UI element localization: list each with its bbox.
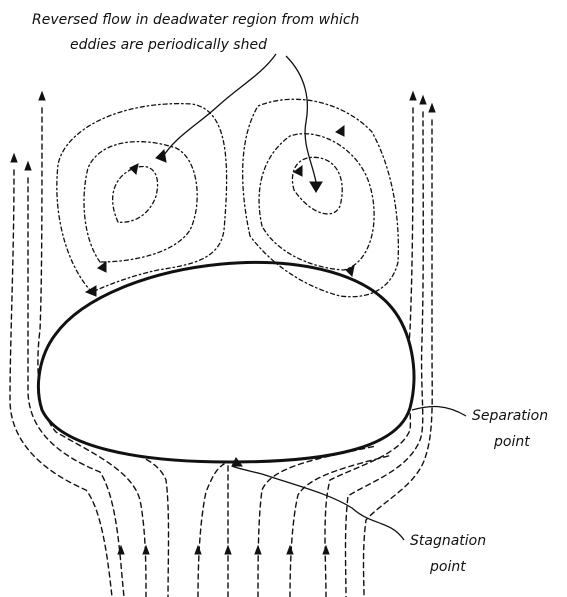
arrow-streamline-left-1 [11,154,17,162]
arrow-inflow-3 [195,546,201,554]
arrow-streamline-left-3 [39,92,45,100]
separation-label-line1: Separation [472,408,548,424]
streamline-left-4 [66,436,169,597]
reversed-flow-label-line2: eddies are periodically shed [70,37,267,53]
streamline-right-4 [258,446,376,597]
stagnation-point-label: Stagnation point [410,533,486,575]
left-eddy-inner [113,166,158,222]
arrow-eddy-left-middle [98,262,106,272]
arrow-eddy-left-inner [130,164,138,174]
arrow-streamline-right-1 [410,92,416,100]
streamline-center-left [198,464,224,597]
arrow-inflow-2 [143,546,149,554]
separation-leader [412,406,466,416]
arrow-streamline-right-3 [429,104,435,112]
center-streamlines [198,464,228,597]
stagnation-label-line1: Stagnation [410,533,486,549]
reversed-flow-label: Reversed flow in deadwater region from w… [32,12,359,53]
arrow-eddy-right-middle [346,266,354,276]
arrow-leader-right [310,182,322,192]
arrow-inflow-6 [287,546,293,554]
separation-point-label: Separation point [472,408,548,450]
stagnation-label-line2: point [429,559,466,575]
left-eddy-outer [57,104,227,292]
reversed-flow-leader-right [286,56,316,182]
left-eddy-region [57,104,227,292]
arrow-inflow-7 [323,546,329,554]
streamline-right-5 [290,455,392,597]
arrow-inflow-5 [255,546,261,554]
right-eddy-middle [259,134,374,270]
left-eddy-middle [84,142,197,262]
stagnation-leader [232,466,404,540]
separation-label-line2: point [493,434,530,450]
arrow-eddy-right-outer [336,126,344,136]
arrow-streamline-left-2 [25,162,31,170]
arrow-streamline-right-2 [420,96,426,104]
arrow-leader-left [156,150,166,162]
arrow-inflow-4 [225,546,231,554]
reversed-flow-label-line1: Reversed flow in deadwater region from w… [32,12,359,28]
